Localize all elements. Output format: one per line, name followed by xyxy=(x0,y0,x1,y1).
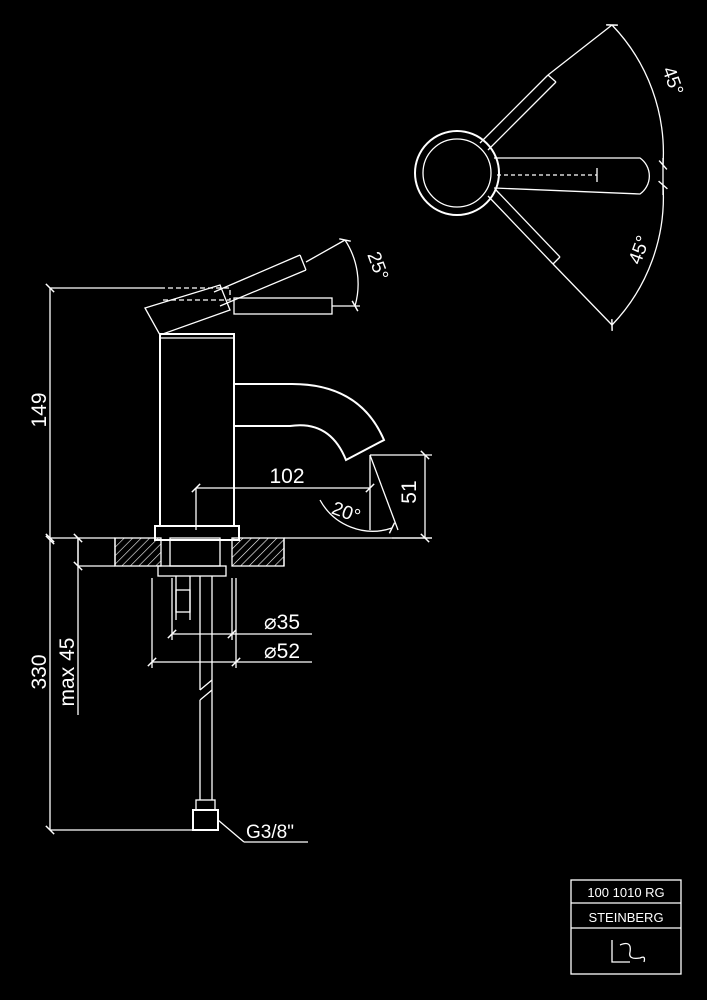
dim-45-deg-front: 45° xyxy=(625,233,655,267)
dim-diameter-35: ⌀35 xyxy=(264,611,300,634)
dim-330: 330 xyxy=(28,654,51,689)
hose xyxy=(199,679,213,701)
dim-102: 102 xyxy=(269,465,304,488)
top-view xyxy=(414,24,668,331)
dim-max-45: max 45 xyxy=(56,638,79,707)
dim-149: 149 xyxy=(28,392,51,427)
top-view-lever-back xyxy=(479,74,557,151)
lever-tilted xyxy=(144,284,231,336)
dim-51: 51 xyxy=(398,480,421,503)
lever-straight xyxy=(233,297,333,315)
dim-45-deg-back: 45° xyxy=(657,64,687,98)
top-view-body-outer xyxy=(414,130,500,216)
dim-20-deg: 20° xyxy=(329,498,363,528)
counter-section-left xyxy=(114,537,162,567)
top-view-body-inner xyxy=(422,138,492,208)
top-view-lever-front xyxy=(487,189,561,265)
hose-connector xyxy=(192,809,219,831)
top-view-spout xyxy=(493,157,650,195)
faucet-body xyxy=(159,333,235,527)
steinberg-logo-icon xyxy=(611,940,646,963)
dimension-lines xyxy=(45,238,432,843)
dim-25-deg: 25° xyxy=(362,249,392,283)
front-view xyxy=(114,254,386,831)
article-number: 100 1010 RG xyxy=(587,885,664,900)
counter-section-right xyxy=(231,537,285,567)
faucet-spout xyxy=(234,383,386,462)
dim-diameter-52: ⌀52 xyxy=(264,640,300,663)
dim-g38-connection: G3/8" xyxy=(246,822,294,843)
title-block xyxy=(570,879,682,975)
brand-name: STEINBERG xyxy=(588,910,663,925)
